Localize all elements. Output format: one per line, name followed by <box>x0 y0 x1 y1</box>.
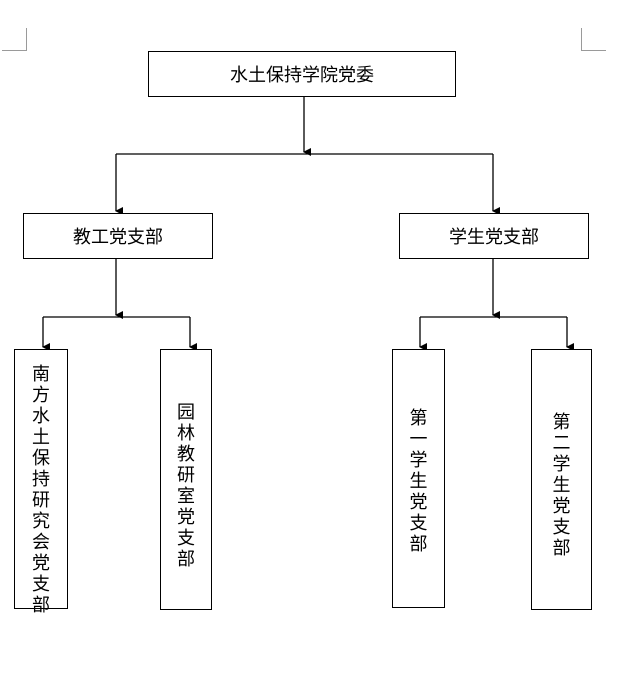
leaf-node-student-first-label: 第一学生党支部 <box>409 408 428 555</box>
leaf-node-landscape: 园林教研室党支部 <box>160 349 212 610</box>
leaf-node-south-soil-research-label: 南方水土保持研究会党支部 <box>32 364 50 616</box>
root-node: 水土保持学院党委 <box>148 51 456 97</box>
branch-node-student: 学生党支部 <box>399 213 589 259</box>
leaf-node-student-second: 第二学生党支部 <box>531 349 592 610</box>
root-node-label: 水土保持学院党委 <box>230 65 374 86</box>
branch-node-faculty: 教工党支部 <box>23 213 213 259</box>
page-corner-mark-top-right <box>581 28 606 51</box>
leaf-node-south-soil-research: 南方水土保持研究会党支部 <box>14 349 68 616</box>
page-corner-mark-top-left <box>2 28 27 51</box>
leaf-node-student-second-label: 第二学生党支部 <box>552 412 571 559</box>
leaf-node-landscape-label: 园林教研室党支部 <box>177 402 195 570</box>
branch-node-student-label: 学生党支部 <box>449 227 539 248</box>
branch-node-faculty-label: 教工党支部 <box>73 227 163 248</box>
leaf-node-student-first: 第一学生党支部 <box>392 349 445 608</box>
